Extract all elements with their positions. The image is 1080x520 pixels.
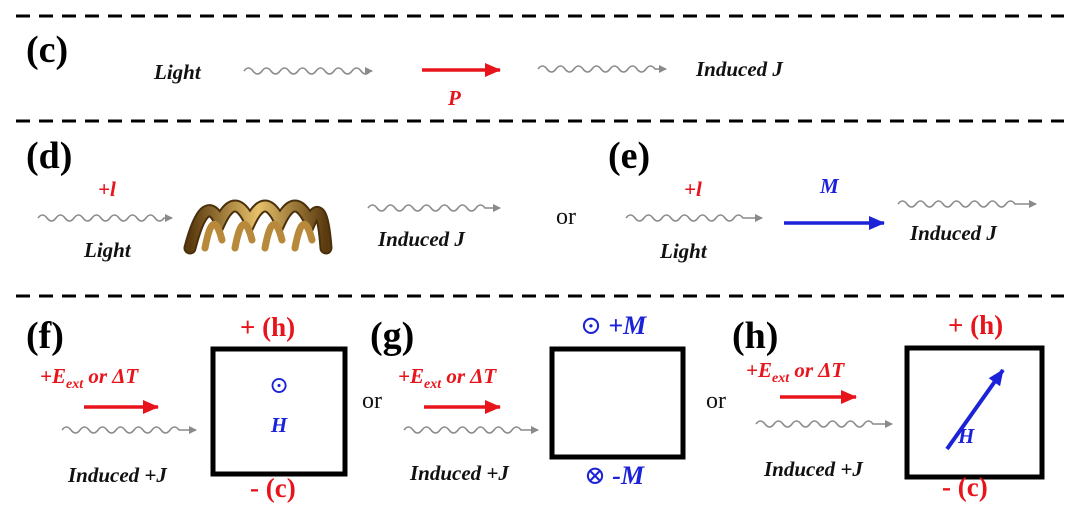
panel-e-induced-wave bbox=[897, 200, 1037, 208]
panel-f-bottom-label: - (c) bbox=[250, 473, 296, 503]
panel-h-sample-box bbox=[904, 345, 1045, 480]
panel-f-induced-wave bbox=[61, 426, 197, 434]
panel-f-sample-box bbox=[210, 346, 348, 477]
panel-g-out-of-plane-icon: ⊙ bbox=[580, 311, 602, 340]
panel-h-induced-label: Induced +J bbox=[763, 457, 864, 481]
panel-f-label: (f) bbox=[26, 315, 64, 357]
panel-d-label: (d) bbox=[26, 135, 72, 177]
panel-h-bottom-label: - (c) bbox=[942, 472, 988, 502]
panel-h-induced-wave bbox=[755, 420, 893, 428]
panel-c-label: (c) bbox=[26, 29, 68, 71]
panel-e-magnetization-label: M bbox=[819, 174, 840, 198]
panel-f-top-label: + (h) bbox=[240, 312, 295, 342]
panel-g-induced-wave bbox=[403, 426, 539, 434]
panel-h-top-label: + (h) bbox=[948, 310, 1003, 340]
panel-g-drive-label: +Eext or ΔT bbox=[398, 364, 497, 392]
panel-e-helicity: +l bbox=[684, 177, 702, 201]
panel-f-induced-label: Induced +J bbox=[67, 463, 168, 487]
or-text-de: or bbox=[556, 204, 576, 230]
panel-c-light-wave bbox=[243, 67, 373, 75]
or-text-fg: or bbox=[362, 388, 382, 414]
panel-h-field-arrow bbox=[945, 368, 1005, 451]
panel-g-top-label: ⊙ +M bbox=[580, 311, 647, 340]
panel-d-helicity: +l bbox=[98, 177, 116, 201]
panel-f-out-of-plane-icon: ⊙ bbox=[269, 373, 289, 399]
panel-d-light-wave bbox=[37, 214, 173, 222]
panel-d-light-label: Light bbox=[83, 238, 132, 262]
panel-e-label: (e) bbox=[608, 135, 650, 177]
helix-spring-icon bbox=[183, 199, 333, 255]
panel-e-light-label: Light bbox=[659, 239, 708, 263]
panel-d-induced-wave bbox=[367, 204, 501, 212]
panel-f-drive-label: +Eext or ΔT bbox=[40, 364, 139, 392]
panel-c-polarization-label: P bbox=[447, 86, 461, 110]
panel-g-induced-label: Induced +J bbox=[409, 461, 510, 485]
panel-g-bottom-label: ⊗ -M bbox=[584, 461, 645, 490]
panel-e-light-wave bbox=[625, 214, 763, 222]
panel-c-light-label: Light bbox=[153, 60, 202, 84]
panel-f-field-label: H bbox=[270, 413, 288, 437]
panel-c-induced-label: Induced J bbox=[695, 57, 784, 81]
panel-g-sample-box bbox=[549, 346, 686, 460]
panel-h-label: (h) bbox=[732, 315, 778, 357]
panel-e-induced-label: Induced J bbox=[909, 221, 998, 245]
or-text-gh: or bbox=[706, 388, 726, 414]
panel-c-induced-wave bbox=[537, 65, 667, 73]
panel-g-label: (g) bbox=[370, 315, 414, 357]
panel-g-into-plane-icon: ⊗ bbox=[584, 461, 606, 490]
panel-h-drive-label: +Eext or ΔT bbox=[746, 358, 845, 386]
panel-h-field-label: H bbox=[957, 424, 975, 448]
panel-d-induced-label: Induced J bbox=[377, 227, 466, 251]
